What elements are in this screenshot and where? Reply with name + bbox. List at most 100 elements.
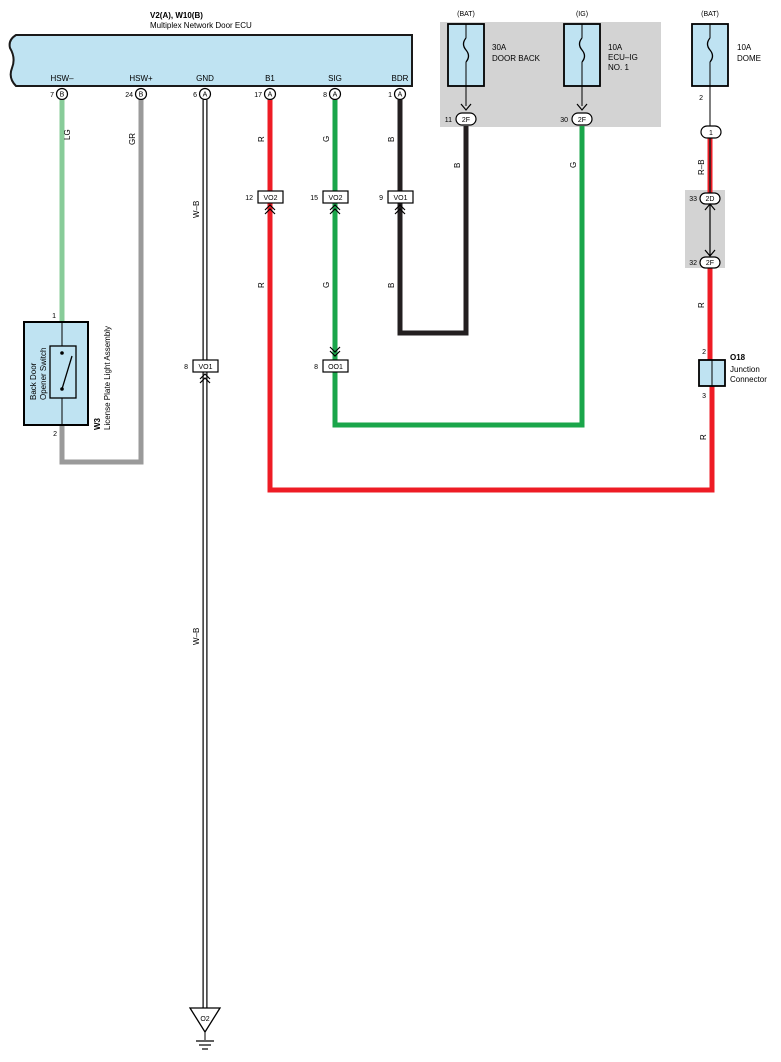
connector-8-oo1-sig: OO1 8	[314, 346, 349, 373]
fuse-dome: (BAT) 10A DOME	[691, 11, 761, 87]
wire-label-r-b1-upper: R	[257, 136, 266, 142]
svg-text:2D: 2D	[706, 196, 715, 203]
ecu-body	[8, 34, 413, 87]
junction-block-2d-pin: 33	[689, 196, 697, 203]
ecu-pin-terminal-hsw-plus: B	[134, 87, 148, 101]
junction-block-in-terminal: 1	[700, 125, 722, 139]
fuse-dome-source: (BAT)	[701, 11, 719, 18]
fuse-door-back-symbol	[462, 37, 470, 63]
ecu-pin-terminal-hsw-minus: B	[55, 87, 69, 101]
wire-gr	[59, 100, 144, 465]
connector-8-vo1-gnd: VO1 8	[184, 359, 219, 384]
fuse-ecu-ig-name: ECU–IG	[608, 53, 638, 62]
wire-label-r-b1-lower: R	[257, 282, 266, 288]
ecu-pin-num-b1: 17	[254, 92, 262, 99]
wire-label-wb-lower: W–B	[192, 628, 201, 645]
wire-label-r-dome-mid: R	[697, 302, 706, 308]
junction-connector-o18: O18 Junction Connector 2 3	[698, 349, 767, 400]
switch-inner-label-2: Opener Switch	[39, 348, 48, 400]
ecu-id: V2(A), W10(B)	[150, 11, 203, 20]
ecu-pin-terminal-gnd: A	[198, 87, 212, 101]
wire-label-b-fuse: B	[453, 163, 462, 168]
fuse-dome-name: DOME	[737, 54, 761, 63]
wire-label-r-dome-low: R	[699, 434, 708, 440]
fuse-ecu-ig-name2: NO. 1	[608, 63, 629, 72]
svg-text:B: B	[60, 92, 65, 99]
svg-text:VO1: VO1	[393, 195, 407, 202]
switch-pin-top: 1	[52, 313, 56, 320]
fuse-door-back-output-terminal: 2F 11	[445, 86, 477, 126]
ecu-pin-num-sig: 8	[323, 92, 327, 99]
fuse-ecu-ig: (IG) 10A ECU–IG NO. 1	[563, 11, 638, 87]
ecu-pin-name-hsw-plus: HSW+	[129, 74, 153, 83]
ecu-pin-name-sig: SIG	[328, 74, 342, 83]
junction-block-2f-terminal: 2F 32	[689, 249, 721, 269]
junction-connector-pin-in: 2	[702, 349, 706, 356]
wire-label-lg: LG	[63, 129, 72, 140]
connector-15-pin: 15	[310, 195, 318, 202]
fuse-dome-rating: 10A	[737, 43, 752, 52]
svg-text:2F: 2F	[706, 260, 714, 267]
switch-pin-bottom: 2	[53, 431, 57, 438]
junction-connector-pin-out: 3	[702, 393, 706, 400]
ecu-pin-name-hsw-minus: HSW–	[50, 74, 74, 83]
svg-text:VO2: VO2	[328, 195, 342, 202]
junction-connector-line1: Junction	[730, 365, 760, 374]
fuse-door-back-rating: 30A	[492, 43, 507, 52]
wire-label-b-bdr-upper: B	[387, 137, 396, 142]
wire-label-b-bdr-lower: B	[387, 283, 396, 288]
ground-label: O2	[200, 1016, 209, 1023]
fuse-door-back-name: DOOR BACK	[492, 54, 541, 63]
wire-label-g-sig-lower: G	[322, 282, 331, 288]
connector-9-pin: 9	[379, 195, 383, 202]
fuse-dome-out-pin: 2	[699, 95, 703, 102]
ecu-pin-terminal-sig: A	[328, 87, 342, 101]
svg-text:1: 1	[709, 130, 713, 137]
junction-block-2d-terminal: 2D 33	[689, 192, 721, 211]
connector-12-pin: 12	[245, 195, 253, 202]
wire-label-gr: GR	[128, 133, 137, 145]
connector-12-vo2: VO2 12	[245, 190, 284, 215]
fuse-ecu-ig-rating: 10A	[608, 43, 623, 52]
back-door-opener-switch: Back Door Opener Switch W3 License Plate…	[23, 313, 112, 438]
ecu-pin-num-bdr: 1	[388, 92, 392, 99]
connector-15-vo2: VO2 15	[310, 190, 349, 215]
fuse-dome-symbol	[706, 37, 714, 63]
fuse-ecu-ig-output-terminal: 2F 30	[560, 86, 593, 126]
ecu-pin-terminal-b1: A	[263, 87, 277, 101]
wire-g-sig	[332, 100, 585, 428]
svg-text:A: A	[333, 92, 338, 99]
ecu-pin-name-b1: B1	[265, 74, 275, 83]
ecu-pin-num-hsw-minus: 7	[50, 92, 54, 99]
wire-label-g-sig-upper: G	[322, 136, 331, 142]
fuse-ecu-ig-symbol	[578, 37, 586, 63]
svg-text:OO1: OO1	[328, 364, 343, 371]
fuse-ecu-ig-out-pin: 30	[560, 117, 568, 124]
connector-8-sig-pin: 8	[314, 364, 318, 371]
svg-text:2F: 2F	[462, 117, 470, 124]
wire-label-wb-upper: W–B	[192, 201, 201, 218]
svg-text:VO1: VO1	[198, 364, 212, 371]
svg-text:2F: 2F	[578, 117, 586, 124]
wire-b-bdr	[397, 100, 469, 336]
ecu-pin-num-hsw-plus: 24	[125, 92, 133, 99]
wire-label-rb-dome: R–B	[697, 159, 706, 175]
svg-text:A: A	[203, 92, 208, 99]
ecu-name: Multiplex Network Door ECU	[150, 21, 252, 30]
connector-8-gnd-pin: 8	[184, 364, 188, 371]
svg-text:A: A	[268, 92, 273, 99]
ecu-pin-name-bdr: BDR	[392, 74, 409, 83]
switch-name: License Plate Light Assembly	[103, 326, 112, 430]
svg-text:VO2: VO2	[263, 195, 277, 202]
ecu-pin-num-gnd: 6	[193, 92, 197, 99]
wire-label-g-fuse: G	[569, 162, 578, 168]
ecu-pin-terminal-bdr: A	[393, 87, 407, 101]
ground-o2: O2	[188, 1007, 222, 1050]
switch-inner-label-1: Back Door	[29, 362, 38, 400]
switch-contact	[61, 355, 73, 390]
switch-id: W3	[93, 417, 102, 430]
fuse-ecu-ig-source: (IG)	[576, 11, 588, 18]
fuse-door-back: (BAT) 30A DOOR BACK	[447, 11, 541, 87]
ecu-block: V2(A), W10(B) Multiplex Network Door ECU…	[8, 11, 413, 101]
